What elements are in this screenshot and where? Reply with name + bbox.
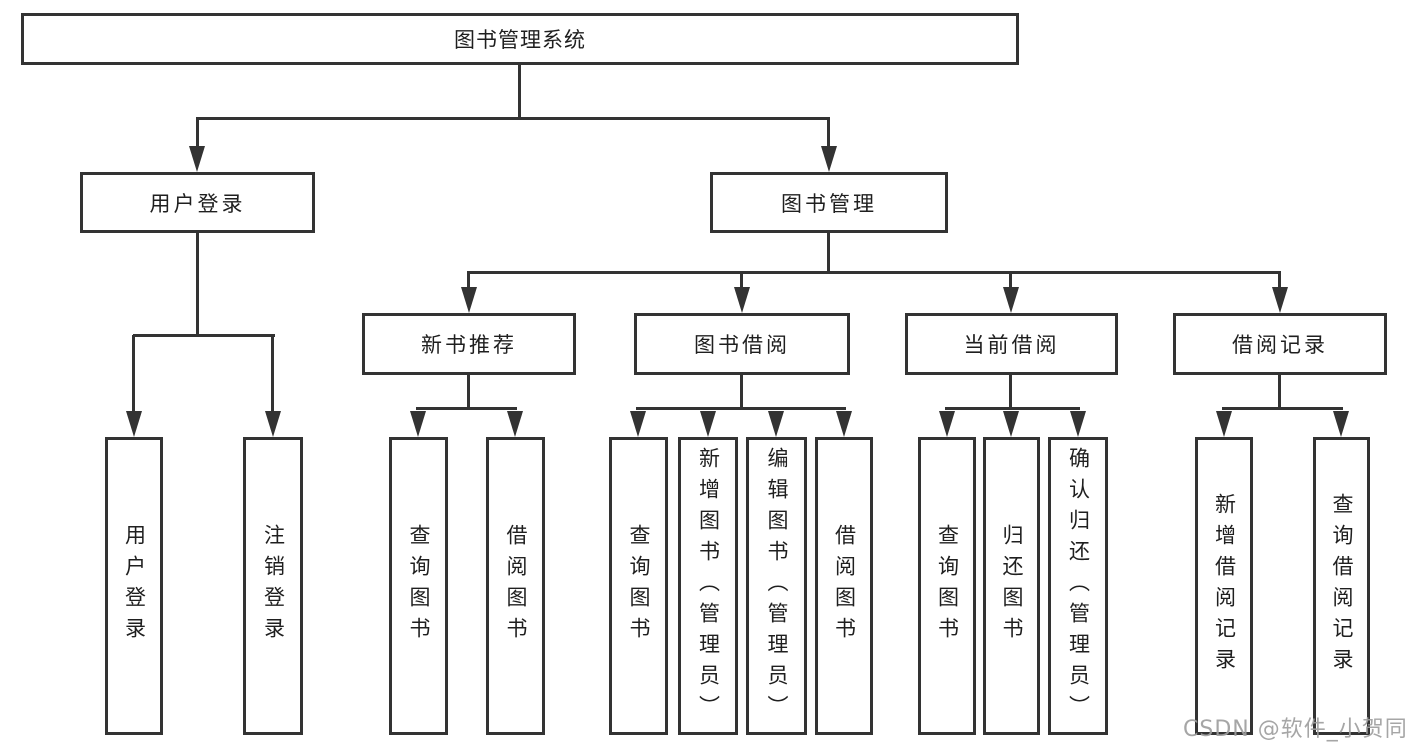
node-book-borrow-label: 图书借阅 xyxy=(694,333,790,357)
leaf-edit-book-admin-label: 编辑图书（管理员） xyxy=(765,446,789,726)
connector-drop-book-borrow xyxy=(740,272,743,291)
connector-drop-leaf-user-login xyxy=(132,335,135,415)
leaf-query-books-current-label: 查询图书 xyxy=(935,524,960,648)
connector-rail-current-borrow xyxy=(945,407,1080,410)
node-current-borrow: 当前借阅 xyxy=(905,313,1118,375)
leaf-return-books-label: 归还图书 xyxy=(1000,524,1024,648)
connector-rail-book-borrow xyxy=(636,407,846,410)
node-user-login-label: 用户登录 xyxy=(149,191,246,216)
arrow-down-icon xyxy=(630,411,646,437)
leaf-user-login-label: 用户登录 xyxy=(122,524,147,648)
arrow-down-icon xyxy=(836,411,852,437)
leaf-add-borrow-record: 新增借阅记录 xyxy=(1195,437,1253,735)
leaf-add-borrow-record-label: 新增借阅记录 xyxy=(1212,493,1237,679)
arrow-down-icon xyxy=(410,411,426,437)
leaf-borrow-books: 借阅图书 xyxy=(815,437,873,735)
arrow-down-icon xyxy=(1216,411,1232,437)
leaf-borrow-books-label: 借阅图书 xyxy=(832,524,857,648)
node-root-label: 图书管理系统 xyxy=(454,28,586,52)
arrow-down-icon xyxy=(1333,411,1349,437)
arrow-down-icon xyxy=(700,411,716,437)
leaf-query-books-recommend: 查询图书 xyxy=(389,437,448,735)
connector-stem-book-borrow xyxy=(740,375,743,410)
arrow-down-icon xyxy=(126,411,142,437)
csdn-watermark: CSDN @软件_小贺同学 xyxy=(1183,717,1405,742)
node-borrow-records: 借阅记录 xyxy=(1173,313,1387,375)
arrow-down-icon xyxy=(1272,287,1288,313)
connector-stem-new-book xyxy=(467,375,470,410)
leaf-query-books-current: 查询图书 xyxy=(918,437,976,735)
connector-drop-new-book xyxy=(467,272,470,291)
connector-stem-user-login xyxy=(196,233,199,337)
node-book-management: 图书管理 xyxy=(710,172,948,233)
leaf-query-borrow-record-label: 查询借阅记录 xyxy=(1330,493,1354,679)
leaf-query-books-borrow: 查询图书 xyxy=(609,437,668,735)
connector-stem-borrow-records xyxy=(1278,375,1281,410)
node-book-management-label: 图书管理 xyxy=(781,191,877,216)
connector-rail-book-management xyxy=(467,271,1281,274)
arrow-down-icon xyxy=(734,287,750,313)
connector-drop-leaf-logout xyxy=(271,335,274,415)
arrow-down-icon xyxy=(939,411,955,437)
connector-drop-user-login xyxy=(196,118,199,150)
leaf-query-books-recommend-label: 查询图书 xyxy=(407,524,431,648)
leaf-borrow-books-recommend: 借阅图书 xyxy=(486,437,545,735)
connector-drop-current-borrow xyxy=(1009,272,1012,291)
connector-rail-root xyxy=(196,117,830,120)
arrow-down-icon xyxy=(189,146,205,172)
arrow-down-icon xyxy=(821,146,837,172)
leaf-borrow-books-recommend-label: 借阅图书 xyxy=(504,524,528,648)
leaf-add-book-admin-label: 新增图书（管理员） xyxy=(696,446,721,726)
leaf-query-books-borrow-label: 查询图书 xyxy=(627,524,651,648)
leaf-edit-book-admin: 编辑图书（管理员） xyxy=(746,437,807,735)
node-user-login: 用户登录 xyxy=(80,172,315,233)
arrow-down-icon xyxy=(1003,411,1019,437)
leaf-logout: 注销登录 xyxy=(243,437,303,735)
node-book-borrow: 图书借阅 xyxy=(634,313,850,375)
node-new-book-recommend: 新书推荐 xyxy=(362,313,576,375)
arrow-down-icon xyxy=(461,287,477,313)
node-root: 图书管理系统 xyxy=(21,13,1019,65)
leaf-confirm-return-admin: 确认归还（管理员） xyxy=(1048,437,1108,735)
connector-drop-book-management xyxy=(827,118,830,150)
arrow-down-icon xyxy=(768,411,784,437)
arrow-down-icon xyxy=(1070,411,1086,437)
node-current-borrow-label: 当前借阅 xyxy=(963,333,1060,357)
leaf-logout-label: 注销登录 xyxy=(261,524,286,648)
node-borrow-records-label: 借阅记录 xyxy=(1232,333,1328,357)
arrow-down-icon xyxy=(265,411,281,437)
leaf-user-login: 用户登录 xyxy=(105,437,163,735)
leaf-add-book-admin: 新增图书（管理员） xyxy=(678,437,738,735)
arrow-down-icon xyxy=(1003,287,1019,313)
connector-rail-borrow-records xyxy=(1222,407,1343,410)
leaf-confirm-return-admin-label: 确认归还（管理员） xyxy=(1066,446,1091,726)
node-new-book-recommend-label: 新书推荐 xyxy=(421,333,517,357)
connector-stem-book-management xyxy=(827,233,830,274)
leaf-query-borrow-record: 查询借阅记录 xyxy=(1313,437,1370,735)
connector-stem-root xyxy=(518,65,521,120)
connector-rail-new-book xyxy=(416,407,517,410)
connector-rail-user-login xyxy=(133,334,275,337)
connector-drop-borrow-records xyxy=(1278,272,1281,291)
leaf-return-books: 归还图书 xyxy=(983,437,1040,735)
connector-stem-current-borrow xyxy=(1009,375,1012,410)
arrow-down-icon xyxy=(507,411,523,437)
